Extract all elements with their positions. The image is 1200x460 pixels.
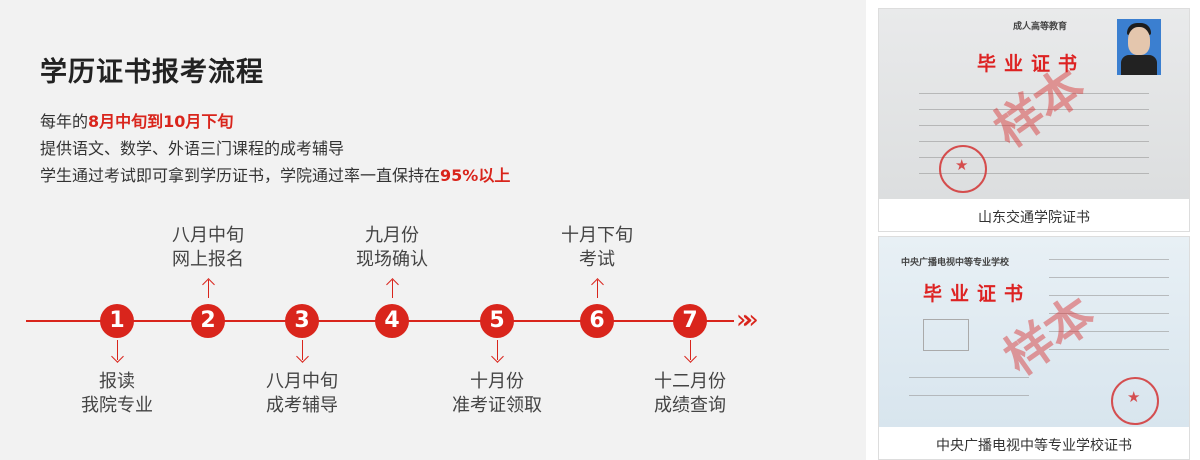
intro-line-1: 每年的8月中旬到10月下旬 (40, 108, 510, 135)
intro-line-2: 提供语文、数学、外语三门课程的成考辅导 (40, 139, 345, 158)
process-panel: 学历证书报考流程 每年的8月中旬到10月下旬 提供语文、数学、外语三门课程的成考… (26, 57, 760, 418)
timeline-step-label-line-2: 我院专业 (81, 395, 153, 416)
school-seal-icon (1111, 377, 1159, 425)
timeline-step-label-line-1: 八月中旬 (266, 371, 338, 392)
timeline-step-label-line-2: 成绩查询 (654, 395, 726, 416)
intro-line-1-prefix: 每年的 (40, 112, 89, 131)
certificate-image-1: 成人高等教育 毕业证书 样本 (879, 9, 1189, 199)
timeline-step-label-line-2: 考试 (579, 249, 615, 270)
timeline-step-1-connector (117, 340, 118, 360)
timeline-step-5-label: 十月份准考证领取 (427, 370, 567, 418)
certificate-caption-1: 山东交通学院证书 (978, 210, 1090, 226)
photo-placeholder-frame (923, 319, 969, 351)
timeline-step-7-label: 十二月份成绩查询 (620, 370, 760, 418)
timeline-step-2-number: 2 (191, 304, 225, 338)
timeline-step-5-number: 5 (480, 304, 514, 338)
timeline-step-label-line-1: 十月份 (470, 371, 524, 392)
certificate-title-2: 毕业证书 (923, 283, 1032, 305)
timeline-step-label-line-1: 八月中旬 (172, 225, 244, 246)
intro-line-3: 学生通过考试即可拿到学历证书，学院通过率一直保持在95%以上 (40, 162, 510, 189)
school-seal-icon (939, 145, 987, 193)
timeline-step-3-label: 八月中旬成考辅导 (232, 370, 372, 418)
timeline-step-4-number: 4 (375, 304, 409, 338)
arrow-icon (491, 350, 504, 363)
timeline-step-label-line-2: 现场确认 (356, 249, 428, 270)
arrow-icon (296, 350, 309, 363)
timeline-end-arrows-icon: »» (736, 305, 759, 335)
arrow-icon (591, 278, 604, 291)
student-photo-icon (1117, 19, 1161, 75)
timeline-step-4-label: 九月份现场确认 (322, 224, 462, 272)
certificate-image-2: 中央广播电视中等专业学校 毕业证书 样本 (879, 237, 1189, 427)
timeline-step-label-line-1: 九月份 (365, 225, 419, 246)
timeline-step-2-label: 八月中旬网上报名 (138, 224, 278, 272)
timeline-step-3-connector (302, 340, 303, 360)
timeline-step-7-connector (690, 340, 691, 360)
intro-text: 每年的8月中旬到10月下旬 提供语文、数学、外语三门课程的成考辅导 学生通过考试… (40, 108, 510, 189)
arrow-icon (111, 350, 124, 363)
timeline-step-2-connector (208, 280, 209, 298)
timeline-step-label-line-1: 报读 (99, 371, 135, 392)
certificate-header-1: 成人高等教育 (1013, 22, 1068, 32)
timeline-step-6-label: 十月下旬考试 (527, 224, 667, 272)
timeline-step-label-line-1: 十二月份 (654, 371, 726, 392)
arrow-icon (202, 278, 215, 291)
timeline-step-1-number: 1 (100, 304, 134, 338)
arrow-icon (684, 350, 697, 363)
timeline-step-5-connector (497, 340, 498, 360)
timeline-step-label-line-1: 十月下旬 (561, 225, 633, 246)
page-title: 学历证书报考流程 (40, 57, 264, 88)
certificate-header-2: 中央广播电视中等专业学校 (901, 258, 1010, 268)
timeline-step-label-line-2: 网上报名 (172, 249, 244, 270)
timeline-step-7-number: 7 (673, 304, 707, 338)
timeline-step-6-number: 6 (580, 304, 614, 338)
intro-highlight-period: 8月中旬到10月下旬 (88, 112, 234, 131)
certificate-card-1: 成人高等教育 毕业证书 样本 山东交通学院证书 (878, 8, 1190, 232)
intro-line-3-prefix: 学生通过考试即可拿到学历证书，学院通过率一直保持在 (40, 166, 441, 185)
certificate-title-1: 毕业证书 (977, 53, 1086, 75)
arrow-icon (386, 278, 399, 291)
timeline-step-1-label: 报读我院专业 (47, 370, 187, 418)
timeline-step-label-line-2: 准考证领取 (452, 395, 542, 416)
intro-highlight-rate: 95%以上 (440, 166, 511, 185)
timeline-step-6-connector (597, 280, 598, 298)
certificate-panel: 成人高等教育 毕业证书 样本 山东交通学院证书 中央广播电视中等专业学校 毕业证… (866, 0, 1200, 460)
timeline-step-3-number: 3 (285, 304, 319, 338)
timeline-step-4-connector (392, 280, 393, 298)
certificate-caption-2: 中央广播电视中等专业学校证书 (936, 438, 1132, 454)
certificate-card-2: 中央广播电视中等专业学校 毕业证书 样本 中央广播电视中等专业学校证书 (878, 236, 1190, 460)
timeline-step-label-line-2: 成考辅导 (266, 395, 338, 416)
